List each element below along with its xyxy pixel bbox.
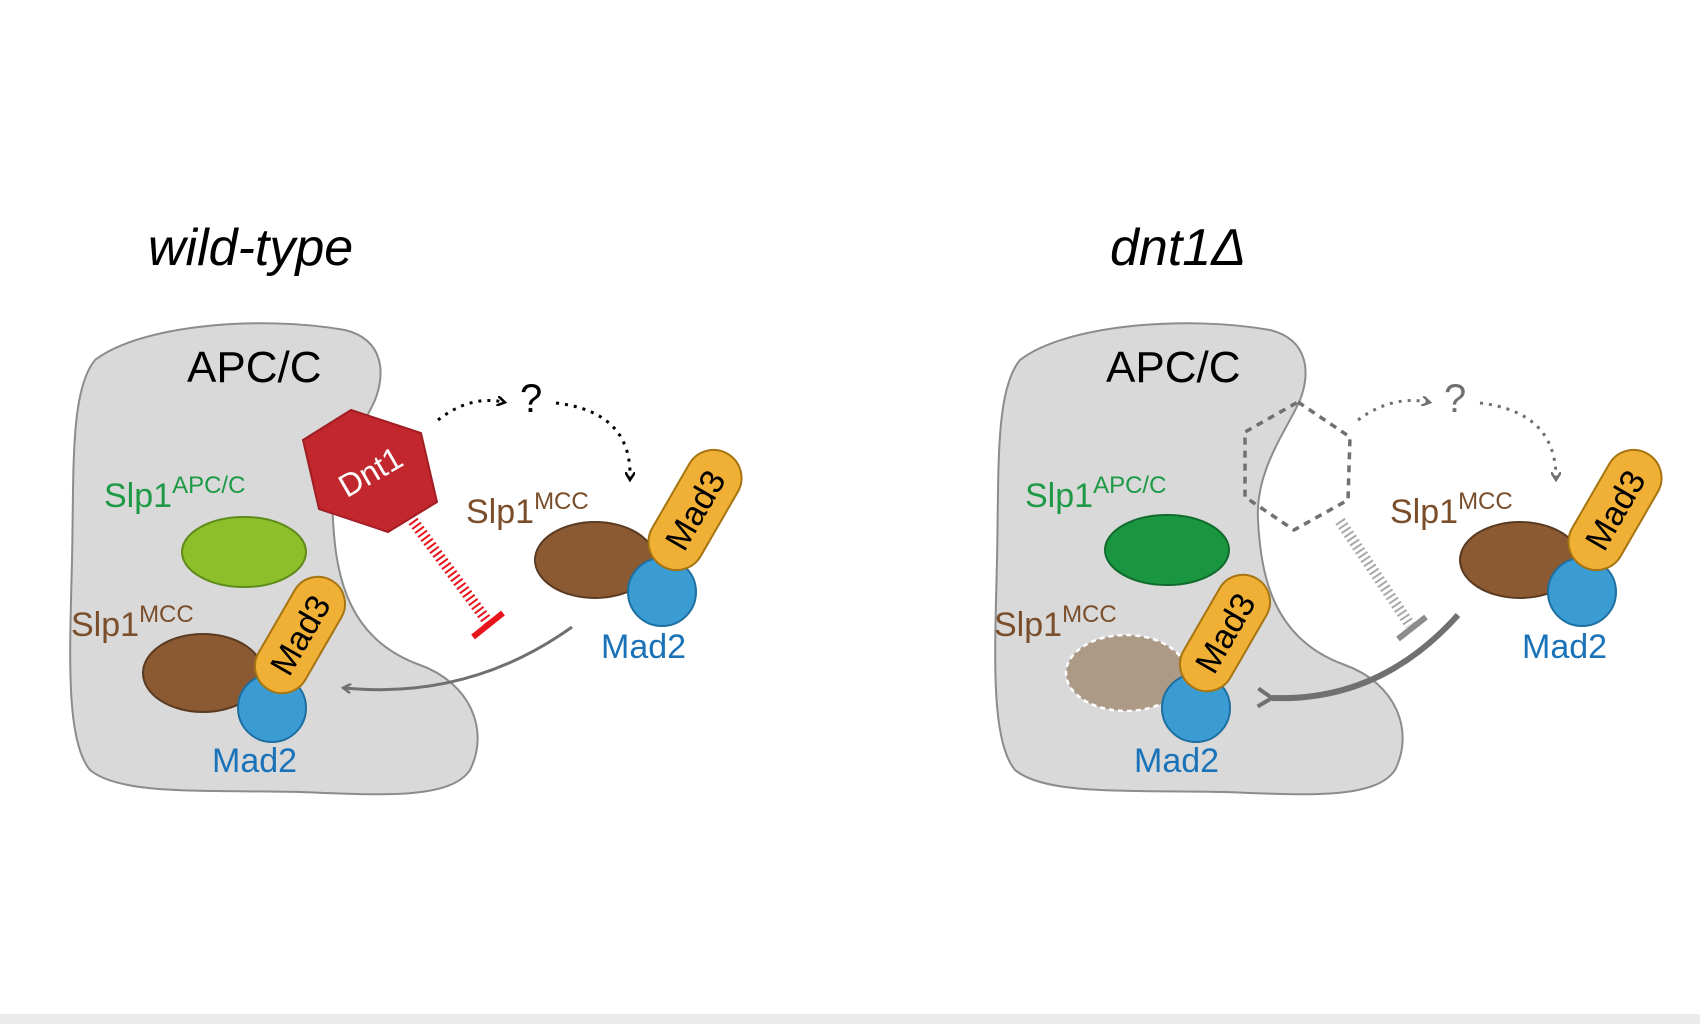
mad2-free-label: Mad2: [1522, 628, 1607, 666]
faded-inhibition-line: [1335, 517, 1415, 629]
mad3-free-capsule: [647, 448, 743, 572]
dotted-arrow-to-mad3: [1479, 401, 1556, 478]
question-mark: ?: [520, 377, 542, 421]
mad3-inside-capsule: [1179, 573, 1271, 693]
panel-title-dnt1-delta: dnt1Δ: [1110, 219, 1246, 277]
slp1-apcc-ellipse: [1104, 514, 1230, 586]
dotted-arrow-to-mad3: [555, 401, 630, 478]
slp1-apcc-ellipse: [181, 516, 307, 588]
slp1-apcc-label: Slp1APC/C: [104, 472, 245, 515]
mad2-inside-label: Mad2: [1134, 742, 1219, 780]
dotted-arrow-to-question: [1357, 400, 1428, 422]
slp1-apcc-label: Slp1APC/C: [1025, 472, 1166, 515]
panel-dnt1-delta: dnt1Δ APC/C ? Slp1APC/C Slp1MCC Mad3 Mad…: [994, 219, 1663, 796]
slp1-mcc-free-label: Slp1MCC: [466, 488, 589, 531]
inhibition-line: [408, 517, 493, 626]
inhibition-bar: [471, 610, 505, 640]
recruitment-arrow: [1256, 612, 1461, 709]
slp1-mcc-inside-label: Slp1MCC: [994, 601, 1117, 644]
mad3-free-capsule: [1567, 448, 1663, 572]
dnt1-hexagon: [301, 408, 439, 534]
mad2-inside-label: Mad2: [212, 742, 297, 780]
panel-wild-type: wild-type APC/C Dnt1 ? Slp1APC/C Slp1MCC…: [69, 219, 743, 796]
apcc-label: APC/C: [1106, 343, 1240, 392]
absent-dnt1-hexagon: [1243, 399, 1352, 533]
mad2-free-label: Mad2: [601, 628, 686, 666]
recruitment-arrow: [345, 625, 573, 690]
question-mark: ?: [1444, 377, 1466, 421]
slp1-mcc-free-label: Slp1MCC: [1390, 488, 1513, 531]
bottom-divider: [0, 1014, 1700, 1024]
apcc-label: APC/C: [187, 343, 321, 392]
faded-inhibition-bar: [1396, 614, 1428, 642]
panel-title-wild-type: wild-type: [148, 219, 353, 277]
slp1-mcc-inside-label: Slp1MCC: [71, 601, 194, 644]
dotted-arrow-to-question: [437, 400, 503, 422]
mad3-inside-capsule: [254, 575, 346, 695]
